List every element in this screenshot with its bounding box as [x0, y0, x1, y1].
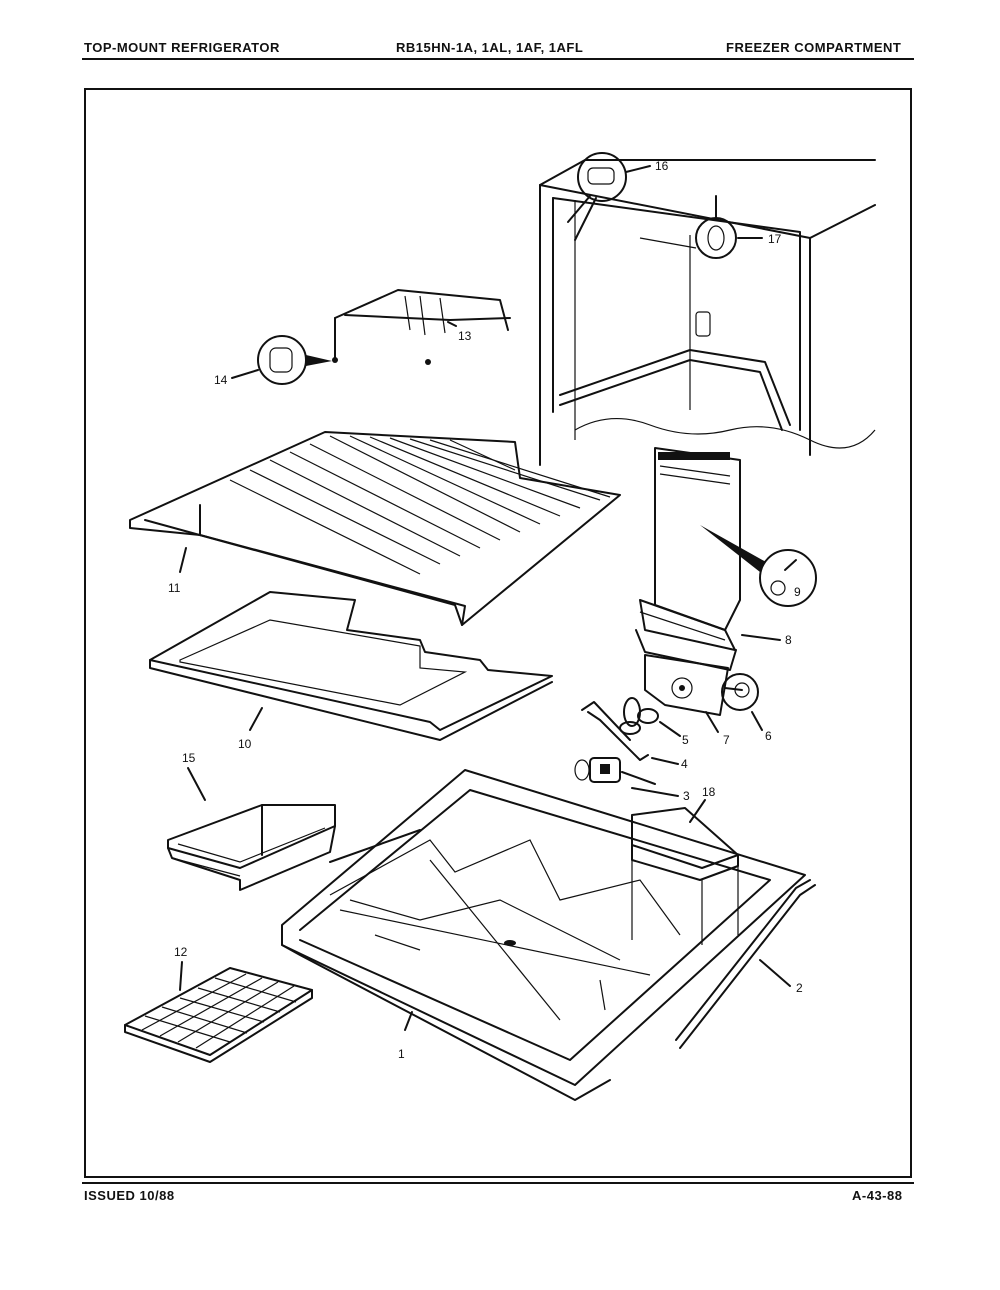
callout-2: 2	[796, 981, 803, 995]
callout-18: 18	[702, 785, 716, 799]
header-title-right: FREEZER COMPARTMENT	[726, 40, 902, 55]
screw-detail-14	[231, 335, 332, 385]
callout-13: 13	[458, 329, 472, 343]
callout-11: 11	[168, 581, 181, 595]
motor-bracket-4	[581, 701, 679, 765]
light-socket-16	[567, 152, 651, 241]
header-title-left: TOP-MOUNT REFRIGERATOR	[84, 40, 280, 55]
footer-page-code: A-43-88	[852, 1188, 903, 1203]
callout-16: 16	[655, 159, 669, 173]
freezer-pan-1	[281, 769, 806, 1101]
callout-8: 8	[785, 633, 792, 647]
air-duct-8	[635, 447, 781, 671]
callout-4: 4	[681, 757, 688, 771]
freezer-cabinet	[539, 159, 876, 466]
ice-tray-12	[124, 961, 313, 1063]
callout-5: 5	[682, 733, 689, 747]
callout-1: 1	[398, 1047, 405, 1061]
fan-blade-5	[619, 697, 681, 737]
drawer-15	[167, 767, 336, 891]
diagram-frame	[84, 88, 912, 1178]
side-trim-2	[675, 879, 816, 1049]
shelf-bracket-13	[332, 289, 511, 365]
header-rule	[82, 58, 914, 60]
callout-15: 15	[182, 751, 196, 765]
header-model-number: RB15HN-1A, 1AL, 1AF, 1AFL	[396, 40, 584, 55]
callout-12: 12	[174, 945, 188, 959]
footer-rule	[82, 1182, 914, 1184]
grommet-detail-6	[721, 673, 763, 731]
wire-shelf-11	[129, 431, 621, 626]
light-bulb-17	[639, 195, 763, 259]
clip-detail-9	[700, 525, 817, 607]
cover-panel-10	[149, 591, 553, 741]
fan-shroud-7	[644, 654, 743, 733]
evaporator-cover-18	[631, 799, 739, 945]
callout-9: 9	[794, 585, 801, 599]
callout-10: 10	[238, 737, 252, 751]
callout-17: 17	[768, 232, 782, 246]
callout-7: 7	[723, 733, 730, 747]
footer-issue-date: ISSUED 10/88	[84, 1188, 175, 1203]
callout-14: 14	[214, 373, 228, 387]
fan-motor-3	[574, 757, 679, 797]
callout-6: 6	[765, 729, 772, 743]
callout-3: 3	[683, 789, 690, 803]
